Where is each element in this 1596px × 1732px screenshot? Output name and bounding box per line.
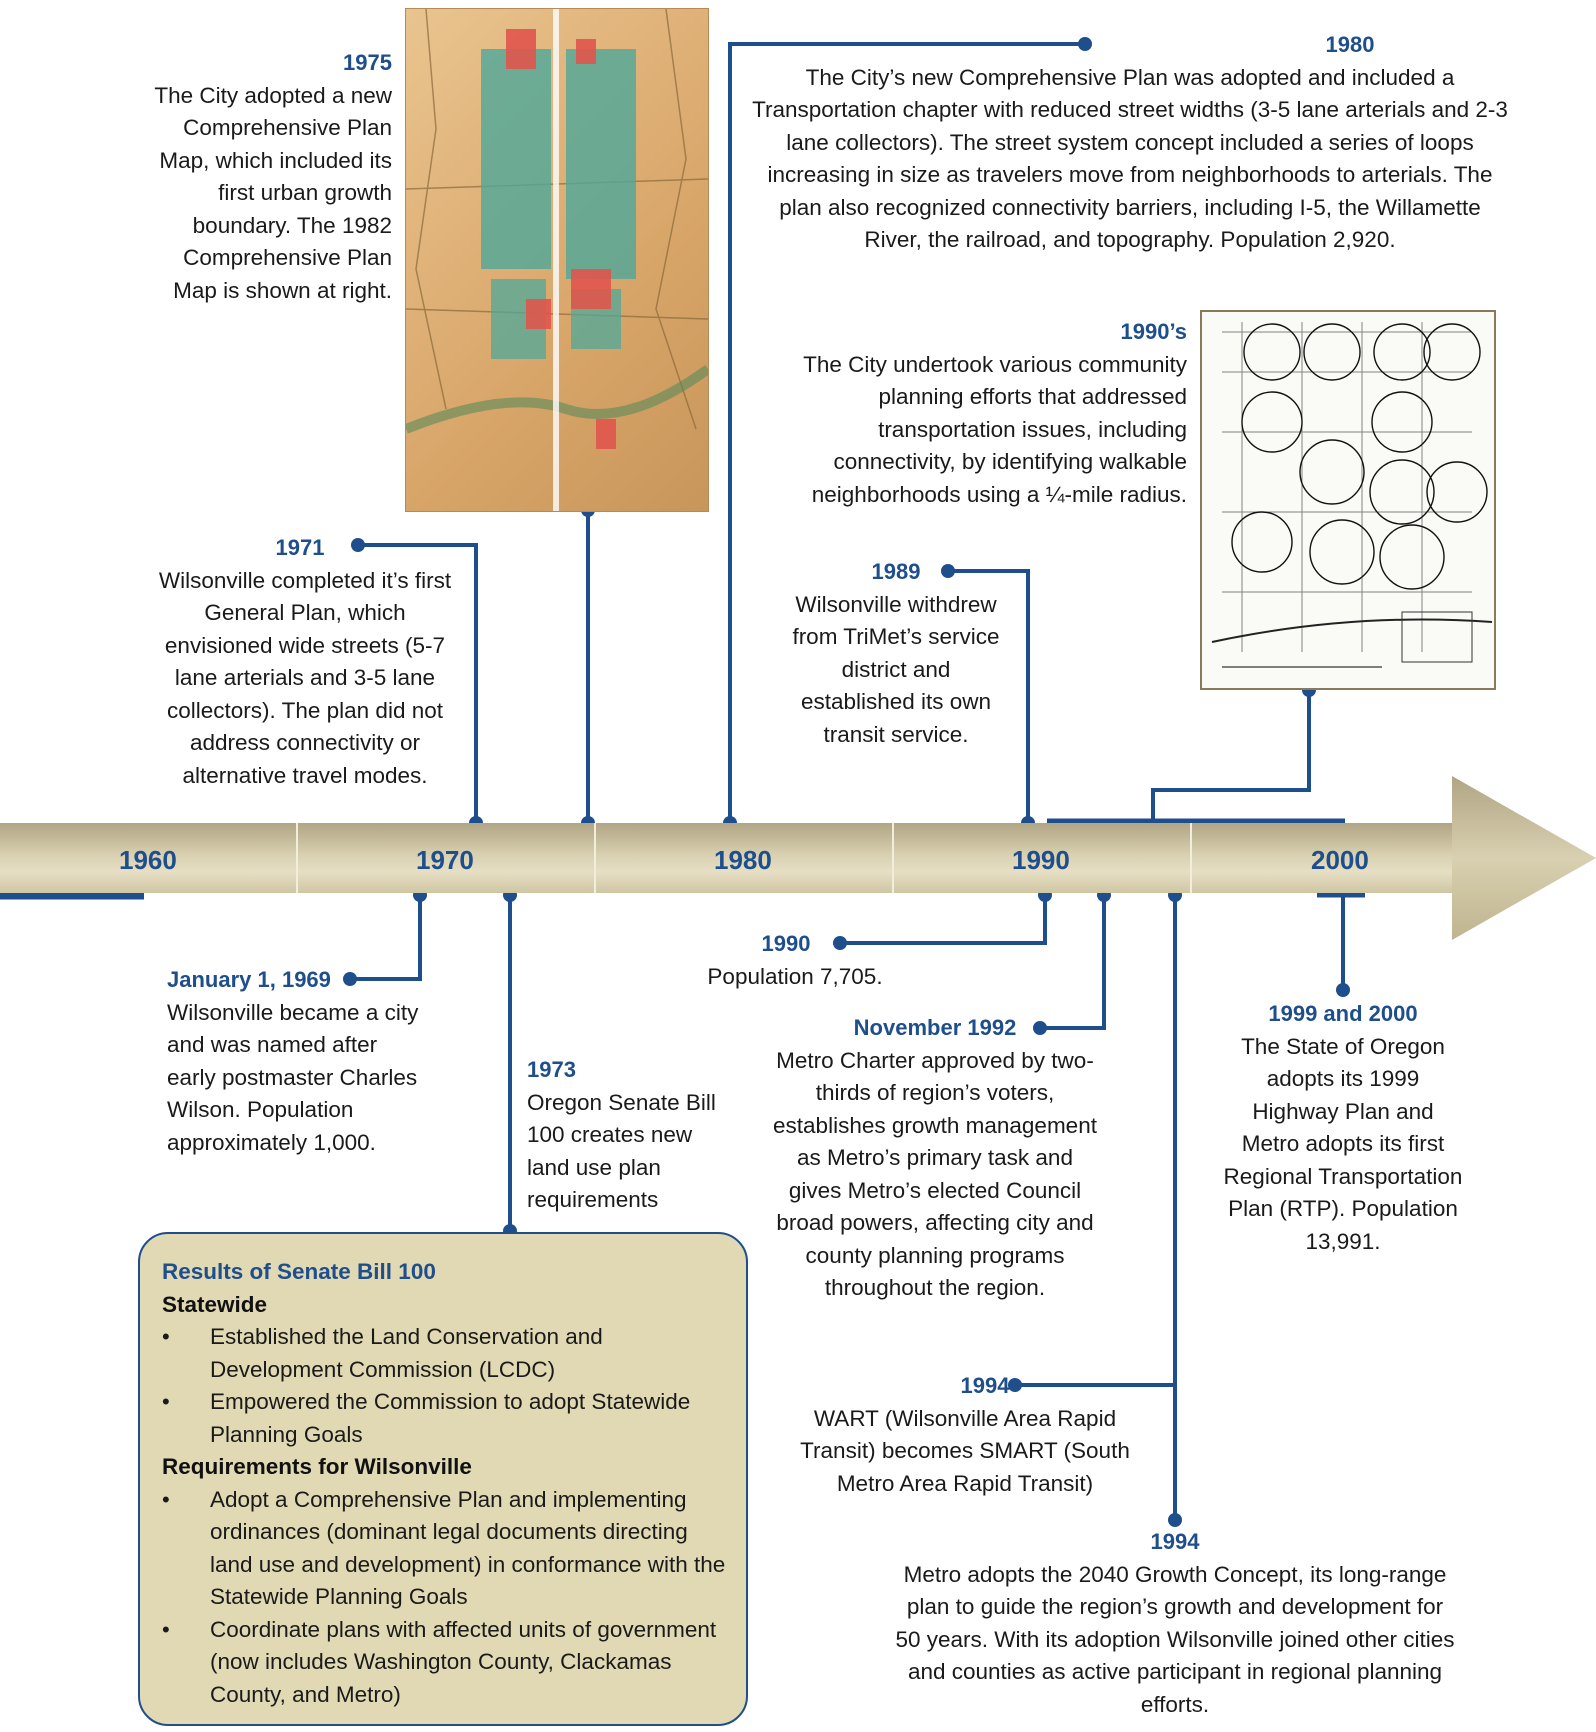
event-text: Metro Charter approved by two-thirds of … — [773, 1047, 1097, 1301]
tick-label-1990: 1990 — [1012, 845, 1070, 875]
wilsonville-heading: Requirements for Wilsonville — [162, 1454, 472, 1479]
event-year: 1994 — [1150, 1529, 1200, 1554]
band-segment-1990s — [894, 823, 1192, 893]
event-1999-2000: 1999 and 2000 The State of Oregon adopts… — [1223, 998, 1463, 1258]
event-1990: 1990 Population 7,705. — [695, 928, 895, 993]
event-1969: January 1, 1969 Wilsonville became a cit… — [167, 964, 425, 1159]
statewide-list: Established the Land Conservation and De… — [162, 1321, 726, 1451]
event-1989: 1989 Wilsonville withdrew from TriMet’s … — [786, 556, 1006, 751]
event-text: The City adopted a new Comprehensive Pla… — [154, 82, 392, 303]
event-year: January 1, 1969 — [167, 967, 331, 992]
event-year: November 1992 — [853, 1015, 1017, 1040]
tick-label-1980: 1980 — [714, 845, 772, 875]
event-year: 1990’s — [1120, 319, 1187, 344]
event-year: 1990 — [761, 931, 811, 956]
event-nov-1992: November 1992 Metro Charter approved by … — [770, 1012, 1100, 1305]
comprehensive-plan-map-image — [405, 8, 709, 512]
walkable-neighborhoods-map-image — [1200, 310, 1496, 690]
event-text: The City undertook various community pla… — [803, 351, 1187, 507]
timeline-band — [0, 823, 1452, 893]
event-1973: 1973 Oregon Senate Bill 100 creates new … — [527, 1054, 739, 1217]
senate-bill-100-results-box: Results of Senate Bill 100 Statewide Est… — [138, 1232, 748, 1726]
box-title: Results of Senate Bill 100 — [162, 1259, 436, 1284]
statewide-heading: Statewide — [162, 1291, 268, 1317]
band-segment-1960s — [0, 823, 298, 893]
event-1994-smart: 1994 WART (Wilsonville Area Rapid Transi… — [780, 1370, 1150, 1500]
band-segment-1970s — [298, 823, 596, 893]
event-text: WART (Wilsonville Area Rapid Transit) be… — [800, 1405, 1130, 1496]
event-text: The City’s new Comprehensive Plan was ad… — [752, 64, 1508, 253]
event-1980: 1980 The City’s new Comprehensive Plan w… — [750, 29, 1510, 257]
event-text: Metro adopts the 2040 Growth Concept, it… — [895, 1561, 1455, 1717]
event-1990s: 1990’s The City undertook various commun… — [762, 316, 1187, 511]
event-text: The State of Oregon adopts its 1999 High… — [1223, 1033, 1463, 1254]
wilsonville-list: Adopt a Comprehensive Plan and implement… — [162, 1484, 726, 1712]
event-1975: 1975 The City adopted a new Comprehensiv… — [140, 47, 392, 307]
tick-label-1970: 1970 — [416, 845, 474, 875]
timeline-arrowhead — [1452, 776, 1596, 940]
event-text: Wilsonville became a city and was named … — [167, 999, 419, 1155]
list-item: Empowered the Commission to adopt Statew… — [162, 1386, 726, 1451]
band-segment-2000s — [1192, 823, 1452, 893]
tick-label-2000: 2000 — [1311, 845, 1369, 875]
event-year: 1999 and 2000 — [1268, 1001, 1418, 1026]
tick-label-1960: 1960 — [119, 845, 177, 875]
event-year: 1989 — [871, 559, 921, 584]
event-1994-growth-concept: 1994 Metro adopts the 2040 Growth Concep… — [895, 1526, 1455, 1721]
event-year: 1994 — [960, 1373, 1010, 1398]
event-year: 1975 — [343, 50, 392, 75]
list-item: Coordinate plans with affected units of … — [162, 1614, 726, 1712]
event-text: Wilsonville withdrew from TriMet’s servi… — [792, 591, 1000, 747]
list-item: Adopt a Comprehensive Plan and implement… — [162, 1484, 726, 1614]
event-text: Population 7,705. — [707, 963, 883, 989]
event-year: 1973 — [527, 1057, 576, 1082]
event-year: 1971 — [275, 535, 325, 560]
list-item: Established the Land Conservation and De… — [162, 1321, 726, 1386]
event-text: Wilsonville completed it’s first General… — [158, 567, 452, 788]
band-segment-1980s — [596, 823, 894, 893]
event-text: Oregon Senate Bill 100 creates new land … — [527, 1089, 716, 1213]
event-1971: 1971 Wilsonville completed it’s first Ge… — [150, 532, 460, 792]
event-year: 1980 — [1325, 32, 1375, 57]
